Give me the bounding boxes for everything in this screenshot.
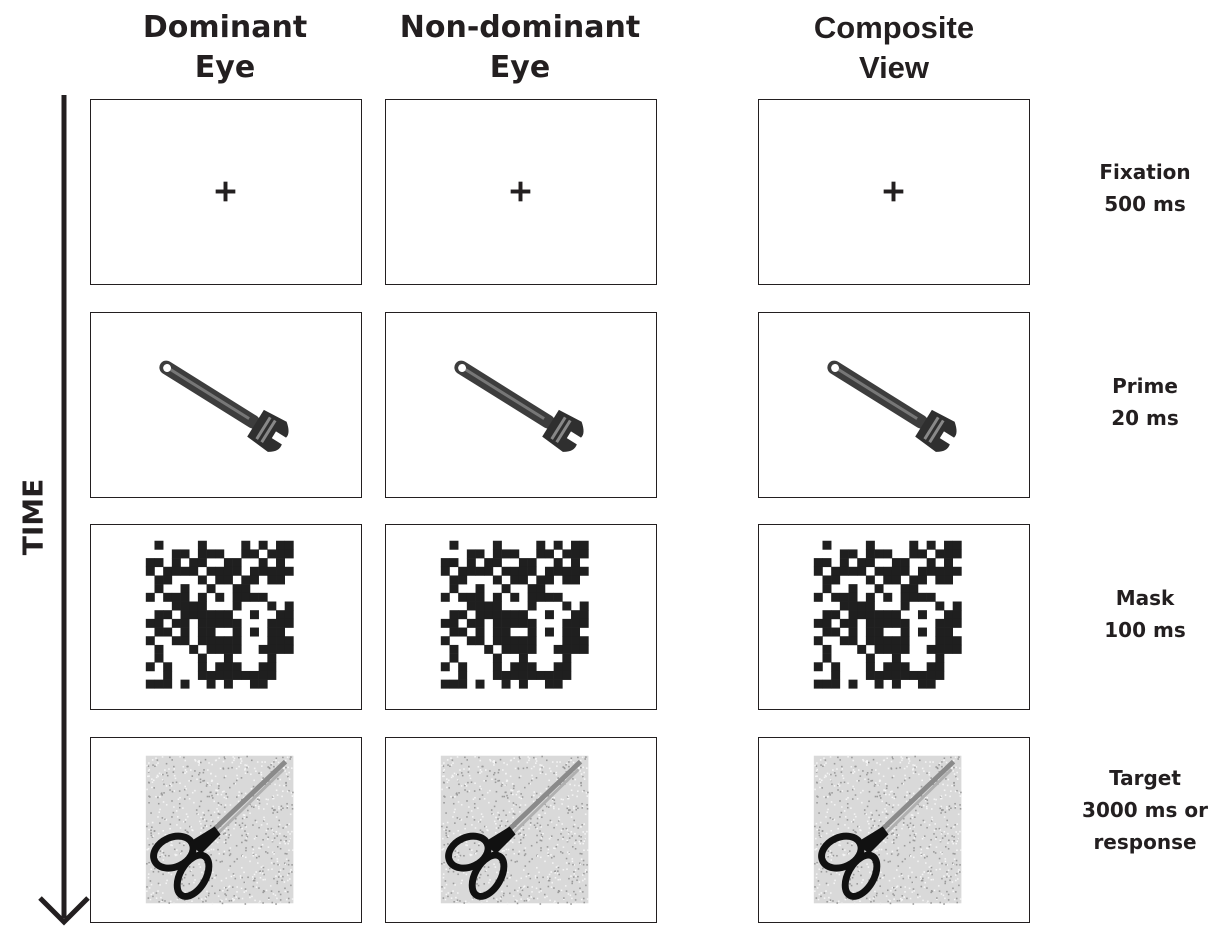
stimulus-panel-scissors-icon-dominant-eye [90,737,362,923]
row-label-line1: Prime [1112,374,1178,398]
stimulus-graphic [454,360,584,452]
fixation-cross-icon [510,181,531,202]
fixation-cross-icon [215,181,236,202]
row-label-line2: 500 ms [1104,192,1186,216]
stimulus-graphic [813,540,962,689]
row-label-prime: Prime 20 ms [1070,370,1219,434]
stimulus-graphic [145,755,295,905]
row-label-line1: Fixation [1099,160,1191,184]
stimulus-panel-checkerboard-mask-dominant-eye [90,524,362,710]
checkerboard-mask-icon [145,540,294,689]
stimulus-panel-wrench-icon-dominant-eye [90,312,362,498]
wrench-icon [827,360,957,452]
stimulus-graphic [510,181,531,202]
stimulus-panel-scissors-icon-non-dominant-eye [385,737,657,923]
column-header-line1: Non-dominant [399,10,641,45]
fixation-cross-icon [883,181,904,202]
row-label-line1: Mask [1115,586,1175,610]
row-label-mask: Mask 100 ms [1070,582,1219,646]
scissors-icon [145,755,295,905]
stimulus-panel-scissors-icon-composite-view [758,737,1030,923]
row-label-line2: 100 ms [1104,618,1186,642]
row-label-line3: response [1093,830,1197,854]
stimulus-graphic [440,755,590,905]
column-header-line2: Eye [489,50,551,85]
column-header-line2: Eye [194,50,256,85]
column-header-non-dominant-eye: Non-dominant Eye [375,8,665,88]
stimulus-panel-fixation-cross-dominant-eye [90,99,362,285]
time-axis-label: TIME [8,472,58,562]
stimulus-panel-fixation-cross-non-dominant-eye [385,99,657,285]
stimulus-graphic [883,181,904,202]
column-header-line1: Dominant [142,10,308,45]
checkerboard-mask-icon [440,540,589,689]
scissors-icon [813,755,963,905]
time-axis-arrow [38,95,90,926]
wrench-icon [454,360,584,452]
stimulus-panel-fixation-cross-composite-view [758,99,1030,285]
row-label-line1: Target [1109,766,1181,790]
stimulus-panel-wrench-icon-composite-view [758,312,1030,498]
checkerboard-mask-icon [813,540,962,689]
stimulus-panel-wrench-icon-non-dominant-eye [385,312,657,498]
time-axis-text: TIME [16,478,50,556]
row-label-line2: 3000 ms or [1082,798,1208,822]
scissors-icon [440,755,590,905]
column-header-dominant-eye: Dominant Eye [80,8,370,88]
stimulus-panel-checkerboard-mask-composite-view [758,524,1030,710]
stimulus-graphic [145,540,294,689]
stimulus-graphic [827,360,957,452]
stimulus-graphic [215,181,236,202]
stimulus-graphic [440,540,589,689]
row-label-target: Target 3000 ms or response [1070,762,1219,858]
stimulus-graphic [813,755,963,905]
row-label-line2: 20 ms [1111,406,1179,430]
stimulus-panel-checkerboard-mask-non-dominant-eye [385,524,657,710]
stimulus-graphic [159,360,289,452]
column-header-composite-view: Composite View [749,8,1039,88]
wrench-icon [159,360,289,452]
column-header-line2: View [858,50,930,85]
row-label-fixation: Fixation 500 ms [1070,156,1219,220]
column-header-line1: Composite [813,10,975,45]
